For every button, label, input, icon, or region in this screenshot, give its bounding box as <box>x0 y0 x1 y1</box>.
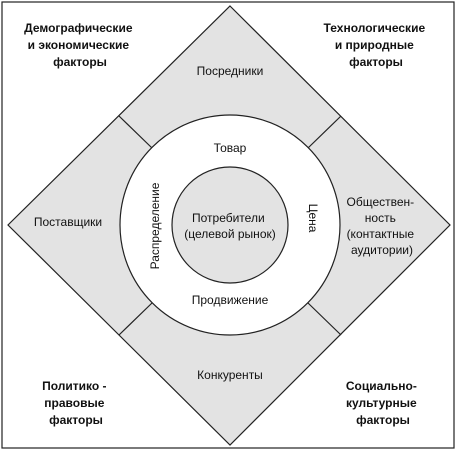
segment-competitors: Конкуренты <box>197 368 263 382</box>
corner-demographic: Демографические и экономические факторы <box>24 21 136 69</box>
segment-public: Обществен- ность (контактные аудитории) <box>347 195 418 257</box>
divider-top-right <box>307 115 342 149</box>
corner-political: Политико - правовые факторы <box>42 379 110 427</box>
ring-distribution: Распределение <box>148 182 162 269</box>
ring-promotion: Продвижение <box>192 293 269 307</box>
divider-bottom-right <box>307 302 342 336</box>
ring-product: Товар <box>214 141 247 155</box>
segment-suppliers: Поставщики <box>34 215 102 229</box>
ring-price: Цена <box>306 204 320 233</box>
consumers-circle <box>171 166 289 284</box>
divider-top-left <box>118 115 153 149</box>
corner-technological: Технологические и природные факторы <box>324 21 429 69</box>
center-consumers: Потребители (целевой рынок) <box>184 211 275 241</box>
segment-intermediaries: Посредники <box>197 64 264 78</box>
divider-bottom-left <box>118 302 153 336</box>
corner-sociocultural: Социально- культурные факторы <box>346 379 420 427</box>
